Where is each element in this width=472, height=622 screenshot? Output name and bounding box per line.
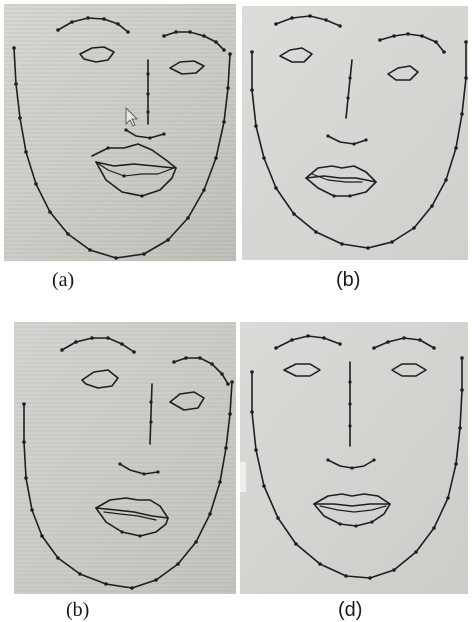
screen-background [240, 322, 468, 594]
face-landmark-drawing [4, 4, 236, 261]
face-landmark-drawing [14, 322, 236, 594]
caption-b-top: (b) [336, 270, 360, 290]
screen-background [242, 6, 468, 260]
caption-d: (d) [338, 600, 362, 620]
face-panel-a [4, 4, 236, 261]
face-panel-d [240, 322, 468, 594]
face-landmark-drawing [240, 322, 468, 594]
face-landmark-drawing [242, 6, 468, 260]
face-panel-c [14, 322, 236, 594]
face-panel-b [242, 6, 468, 260]
caption-b-bottom: (b) [66, 600, 89, 620]
caption-a: (a) [52, 270, 74, 290]
